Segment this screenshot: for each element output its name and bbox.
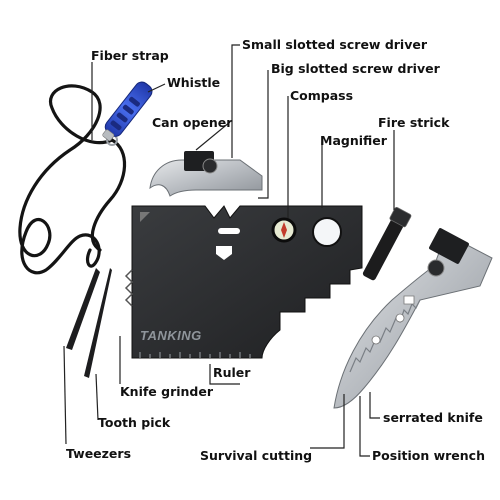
- whistle-tool: [102, 81, 153, 141]
- label-fiber-strap: Fiber strap: [91, 48, 169, 63]
- leader-whistle: [147, 83, 166, 93]
- leader-tweezers: [63, 345, 67, 445]
- can-opener-tool: [149, 159, 263, 197]
- label-serrated-knife: serrated knife: [383, 410, 483, 425]
- label-position-wrench: Position wrench: [372, 448, 485, 463]
- leader-small-screwdriver: [231, 44, 240, 158]
- leader-survival-cutting: [310, 394, 345, 449]
- fire-striker-tool: [362, 206, 412, 281]
- serrated-knife-tool: [333, 233, 493, 409]
- label-whistle: Whistle: [167, 75, 221, 90]
- magnifier-lens: [312, 217, 342, 247]
- knife-hole-1: [395, 313, 405, 323]
- ruler-ticks: [139, 352, 251, 358]
- leader-can-opener: [195, 121, 231, 151]
- tooth-pick-tool: [84, 268, 112, 378]
- brand-logo-text: TANKING: [140, 328, 202, 343]
- knife-cap: [429, 228, 469, 264]
- fiber-strap-cord: [18, 84, 114, 275]
- card-wrench-cutout: [216, 246, 232, 260]
- leader-lines: [63, 44, 395, 457]
- label-fire-strick: Fire strick: [378, 115, 450, 130]
- label-small-slotted-screw-driver: Small slotted screw driver: [242, 37, 428, 52]
- label-can-opener: Can opener: [152, 115, 233, 130]
- label-ruler: Ruler: [213, 365, 251, 380]
- label-knife-grinder: Knife grinder: [120, 384, 214, 399]
- label-big-slotted-screw-driver: Big slotted screw driver: [271, 61, 440, 76]
- label-compass: Compass: [290, 88, 354, 103]
- label-tooth-pick: Tooth pick: [98, 415, 171, 430]
- label-tweezers: Tweezers: [66, 446, 132, 461]
- leader-ruler: [209, 364, 240, 385]
- leader-serrated-knife: [369, 392, 380, 419]
- can-opener-rivet: [202, 158, 218, 174]
- knife-wrench-hole: [403, 295, 415, 305]
- leader-tooth-pick: [95, 373, 99, 421]
- fiber-strap-cord-loop: [90, 138, 127, 252]
- card-notch-top: [140, 212, 150, 222]
- knife-hole-2: [371, 335, 381, 345]
- compass-needle: [281, 222, 287, 238]
- leader-big-screwdriver: [258, 70, 269, 199]
- knife-rivet: [427, 259, 445, 277]
- tweezers-tool: [66, 268, 100, 350]
- leader-position-wrench: [359, 396, 370, 457]
- label-survival-cutting: Survival cutting: [200, 448, 313, 463]
- label-magnifier: Magnifier: [320, 133, 387, 148]
- knife-grinder-edge: [124, 269, 134, 307]
- card-slot-small: [218, 228, 240, 234]
- serrated-knife-edge: [349, 299, 421, 373]
- card-body: [131, 205, 363, 359]
